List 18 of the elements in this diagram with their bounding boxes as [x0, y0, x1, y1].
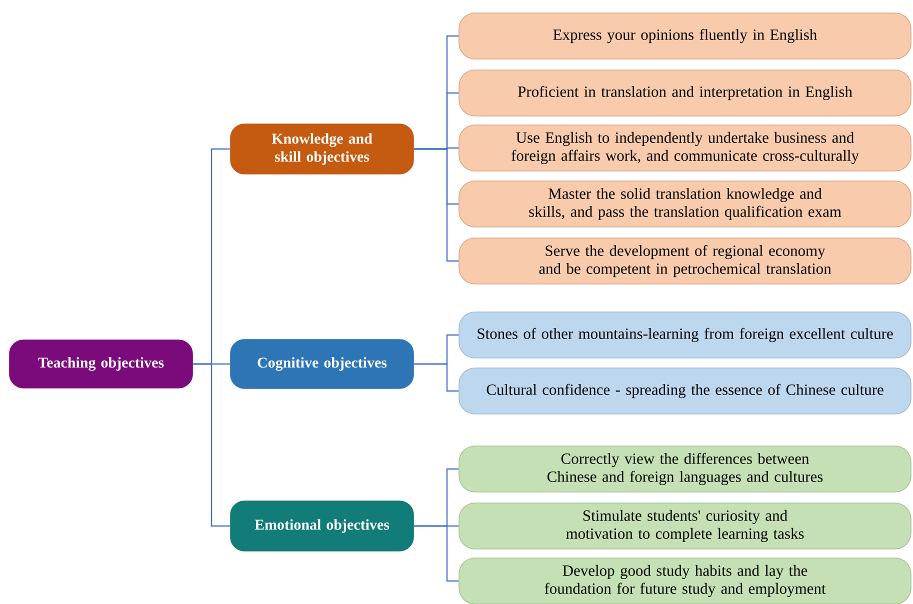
connector-line — [414, 148, 459, 262]
category-box: Cognitive objectives — [230, 339, 414, 389]
connector-line — [414, 363, 459, 392]
objective-box: Correctly view the differences between Chinese and foreign languages and cultures — [458, 446, 912, 492]
objective-box: Develop good study habits and lay the foundation for future study and employment — [458, 558, 912, 604]
objective-box: Master the solid translation knowledge and skills, and pass the translation qualification exam — [458, 180, 912, 228]
root-box: Teaching objectives — [9, 340, 193, 388]
objective-box: Serve the development of regional economy and be competent in petrochemical translation — [458, 238, 912, 284]
objective-box: Cultural confidence - spreading the essence of Chinese culture — [458, 368, 912, 414]
objective-box: Express your opinions fluently in English — [458, 12, 912, 60]
category-box: Knowledge and skill objectives — [230, 124, 414, 174]
objective-box: Use English to independently undertake business and foreign affairs work, and communicate cross-culturally — [458, 124, 912, 172]
connector-line — [192, 363, 230, 527]
category-box: Emotional objectives — [230, 500, 414, 552]
objective-box: Stones of other mountains-learning from foreign excellent culture — [458, 312, 912, 358]
connector-line — [414, 525, 459, 582]
objective-box: Proficient in translation and interpretation in English — [458, 70, 912, 116]
objective-box: Stimulate students' curiosity and motivation to complete learning tasks — [458, 502, 912, 550]
